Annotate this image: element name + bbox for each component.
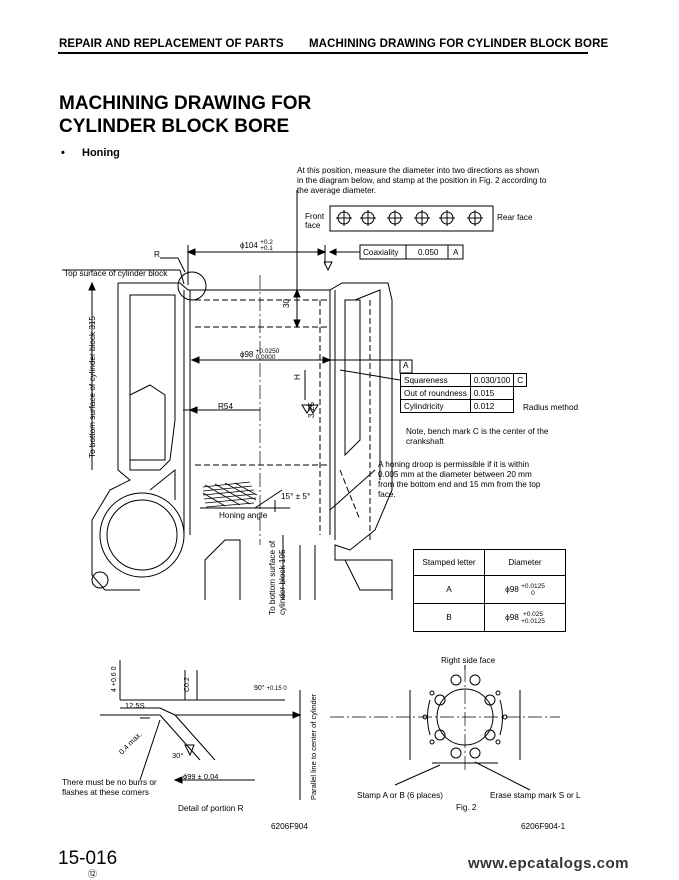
coaxiality-value: 0.050 — [418, 248, 439, 257]
stamp-header-letter: Stamped letter — [413, 549, 485, 576]
bottom-surface-315: To bottom surface of cylinder block 315 — [88, 316, 97, 458]
chamfer-c02: C0.2 — [184, 677, 191, 692]
burrs-note: There must be no burrs or flashes at the… — [62, 778, 157, 797]
dia-99: ϕ99 ± 0.04 — [183, 772, 219, 781]
dia104-value: ϕ104 — [240, 241, 258, 251]
measure-marks — [336, 210, 483, 226]
dim-4-value: 4 — [111, 688, 118, 692]
honing-hatch — [202, 481, 258, 508]
tolerance-ref — [514, 387, 527, 400]
tolerance-table: Squareness 0.030/100 C Out of roundness … — [400, 373, 528, 413]
dim-4: 4 +0.6 0 — [110, 666, 120, 692]
ref-left: 6206F904 — [271, 822, 308, 831]
tolerance-name: Out of roundness — [400, 386, 471, 400]
coaxiality-label: Coaxiality — [363, 248, 399, 257]
stamp-tol: +0.0125 0 — [521, 583, 545, 597]
tolerance-row: Cylindricity 0.012 — [400, 399, 527, 413]
dia104-tol-dn: +0.1 — [260, 245, 273, 252]
page-title: MACHINING DRAWING FOR CYLINDER BLOCK BOR… — [59, 92, 379, 138]
title-line-2: CYLINDER BLOCK BORE — [59, 116, 290, 137]
erase-stamp-label: Erase stamp mark S or L — [490, 791, 581, 800]
stamp-dia: ϕ98 — [505, 612, 519, 622]
header-rule — [58, 52, 588, 54]
page-number: 15-016 — [58, 848, 118, 869]
header-title: MACHINING DRAWING FOR CYLINDER BLOCK BOR… — [309, 38, 609, 50]
stamp-diameter: ϕ98 +0.0125 0 — [484, 575, 566, 604]
roughness-325: 3.25 — [307, 402, 316, 418]
stamp-table: Stamped letter Diameter A ϕ98 +0.0125 0 … — [413, 549, 566, 632]
radius-r54: R54 — [218, 402, 234, 411]
ref-right: 6206F904-1 — [521, 822, 566, 831]
angle-90: 90° +0.15 0 — [254, 684, 287, 694]
angle-90-tol: +0.15 0 — [266, 686, 287, 692]
dia104-tolerance: +0.2 +0.1 — [260, 239, 273, 252]
coaxiality-ref: A — [453, 248, 459, 257]
measure-strip — [329, 205, 494, 232]
dia104-tol-up: +0.2 — [260, 239, 273, 246]
tolerance-name: Cylindricity — [400, 399, 471, 413]
angle-30: 30° — [172, 751, 184, 760]
dia98-label: ϕ98 +0.0250 0.0000 — [240, 348, 280, 361]
dim-30: 30 — [282, 298, 291, 308]
honing-angle-label: Honing angle — [219, 511, 268, 520]
stamp-header-diameter: Diameter — [484, 549, 566, 576]
right-side-face: Right side face — [441, 656, 496, 665]
stamp-diameter: ϕ98 +0.025 +0.0125 — [484, 603, 566, 632]
tolerance-value: 0.012 — [469, 399, 515, 413]
rear-face-label: Rear face — [497, 213, 533, 222]
tolerance-row: Squareness 0.030/100 C — [400, 373, 528, 387]
dia98-value: ϕ98 — [240, 350, 254, 360]
stamp-tol-dn: 0 — [531, 589, 535, 597]
tolerance-value: 0.030/100 — [469, 373, 515, 387]
parallel-label: Parallel line to center of cylinder — [309, 693, 318, 800]
watermark: www.epcatalogs.com — [468, 855, 629, 872]
detail-r-caption: Detail of portion R — [178, 804, 244, 813]
stamp-tol-up: +0.0125 — [521, 582, 545, 590]
bench-mark-note: Note, bench mark C is the center of the … — [406, 427, 549, 446]
bottom-surface-195: To bottom surface of cylinder block 195 — [268, 540, 287, 615]
stamp-table-header: Stamped letter Diameter — [413, 549, 566, 576]
stamp-dia: ϕ98 — [505, 584, 519, 594]
stamp-tol-dn: +0.0125 — [521, 617, 545, 625]
tolerance-name: Squareness — [400, 373, 471, 387]
tolerance-value: 0.015 — [469, 386, 515, 400]
dia98-tol-up: +0.0250 — [255, 348, 280, 355]
front-face-label: Front face — [305, 212, 325, 230]
stamp-row: A ϕ98 +0.0125 0 — [413, 575, 566, 604]
dia98-tolerance: +0.0250 0.0000 — [255, 348, 280, 361]
dia98-tol-dn: 0.0000 — [255, 354, 276, 361]
angle-15: 15° ± 5° — [281, 492, 311, 501]
stamp-letter: B — [413, 603, 485, 632]
datum-h: H — [293, 374, 302, 380]
angle-90-value: 90° — [254, 685, 265, 692]
stamp-tol: +0.025 +0.0125 — [521, 611, 545, 625]
stamp-ab-label: Stamp A or B (6 places) — [357, 791, 444, 800]
dia104-label: ϕ104 +0.2 +0.1 — [240, 239, 273, 252]
bullet: • — [61, 147, 65, 159]
fig-2-caption: Fig. 2 — [456, 803, 477, 812]
radius-method: Radius method — [523, 403, 579, 412]
stamp-row: B ϕ98 +0.025 +0.0125 — [413, 603, 566, 632]
revision-mark: ⑫ — [88, 869, 98, 879]
section-label: Honing — [82, 147, 120, 159]
stamp-letter: A — [413, 575, 485, 604]
top-surface-label: Top surface of cylinder block — [64, 269, 168, 278]
title-line-1: MACHINING DRAWING FOR — [59, 93, 312, 114]
stamp-tol-up: +0.025 — [522, 610, 544, 618]
tolerance-ref: C — [513, 373, 528, 387]
roughness-125s: 12.5S — [125, 701, 145, 710]
tolerance-row: Out of roundness 0.015 — [400, 386, 527, 400]
datum-a: A — [403, 361, 409, 370]
honing-droop-note: A honing droop is permissible if it is w… — [378, 460, 541, 499]
dim-4-tol: +0.6 0 — [111, 666, 118, 687]
measure-note: At this position, measure the diameter i… — [297, 166, 547, 195]
header-section: REPAIR AND REPLACEMENT OF PARTS — [59, 38, 284, 50]
detail-r-marker: R — [154, 250, 160, 259]
